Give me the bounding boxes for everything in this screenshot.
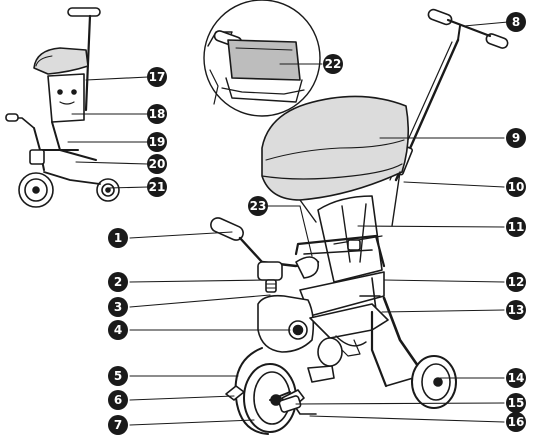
callout-6: 6 <box>108 390 128 410</box>
zoom-bumper-bar <box>227 39 301 81</box>
callout-7-label: 7 <box>114 418 122 432</box>
callout-10-label: 10 <box>508 180 525 194</box>
callout-1-label: 1 <box>114 231 122 245</box>
push-handle-bar <box>446 18 492 38</box>
callout-21-label: 21 <box>149 180 166 194</box>
callout-13-label: 13 <box>508 303 525 317</box>
callout-3: 3 <box>108 297 128 317</box>
callout-5: 5 <box>108 366 128 386</box>
callout-18-circle <box>147 104 167 124</box>
callout-14: 14 <box>506 368 526 388</box>
folded-canopy <box>33 47 89 75</box>
height-adjust-knob <box>265 279 277 293</box>
callout-20-circle <box>147 154 167 174</box>
callout-21: 21 <box>147 177 167 197</box>
callout-14-circle <box>506 368 526 388</box>
callout-9-circle <box>506 128 526 148</box>
main-frame <box>309 303 389 339</box>
main-tricycle <box>210 8 509 435</box>
callout-20: 20 <box>147 154 167 174</box>
callout-23-label: 23 <box>250 199 267 213</box>
callout-23: 23 <box>248 196 268 216</box>
callout-21-circle <box>147 177 167 197</box>
pedal-left <box>225 385 245 401</box>
folded-seat <box>47 73 85 123</box>
callout-11-circle <box>506 217 526 237</box>
callout-15-label: 15 <box>508 396 525 410</box>
callout-12-label: 12 <box>508 275 525 289</box>
callout-16-circle <box>506 412 526 432</box>
callout-5-label: 5 <box>114 369 122 383</box>
rear-leg <box>382 296 420 368</box>
callout-1: 1 <box>108 228 128 248</box>
callout-8-circle <box>506 12 526 32</box>
folded-tricycle-view <box>5 7 149 208</box>
callout-9: 9 <box>506 128 526 148</box>
wheel-foot-peg <box>278 395 302 413</box>
callout-4-label: 4 <box>114 323 122 337</box>
callout-8-label: 8 <box>512 15 520 29</box>
callout-13-circle <box>506 300 526 320</box>
callout-11-label: 11 <box>508 220 525 234</box>
callout-19-circle <box>147 132 167 152</box>
callout-6-circle <box>108 390 128 410</box>
callout-7: 7 <box>108 415 128 435</box>
callout-14-label: 14 <box>508 371 525 385</box>
callout-5-circle <box>108 366 128 386</box>
callout-15: 15 <box>506 393 526 413</box>
folded-push-handle <box>67 7 101 17</box>
callout-22: 22 <box>323 54 343 74</box>
callout-16: 16 <box>506 412 526 432</box>
callout-9-label: 9 <box>512 131 520 145</box>
callout-19-label: 19 <box>149 135 166 149</box>
callout-2-circle <box>108 272 128 292</box>
push-handle-grip-right <box>485 33 509 49</box>
callout-3-label: 3 <box>114 300 122 314</box>
rear-wheel-left <box>317 337 343 367</box>
callout-2-label: 2 <box>114 275 122 289</box>
callout-19: 19 <box>147 132 167 152</box>
callout-2: 2 <box>108 272 128 292</box>
callout-17-circle <box>147 67 167 87</box>
footrest <box>307 365 335 383</box>
callout-4-circle <box>108 320 128 340</box>
callout-20-label: 20 <box>149 157 166 171</box>
callout-18: 18 <box>147 104 167 124</box>
callout-17: 17 <box>147 67 167 87</box>
callout-4: 4 <box>108 320 128 340</box>
callout-12-circle <box>506 272 526 292</box>
callout-18-label: 18 <box>149 107 166 121</box>
bumper-bar <box>294 234 386 268</box>
push-handle-grip-left <box>427 8 453 26</box>
callout-11: 11 <box>506 217 526 237</box>
callout-23-circle <box>248 196 268 216</box>
handlebar-grip <box>210 217 244 241</box>
callout-8: 8 <box>506 12 526 32</box>
handlebar-clamp <box>257 261 283 281</box>
callout-15-circle <box>506 393 526 413</box>
callout-12: 12 <box>506 272 526 292</box>
callout-3-circle <box>108 297 128 317</box>
callout-1-circle <box>108 228 128 248</box>
callout-6-label: 6 <box>114 393 122 407</box>
callout-7-circle <box>108 415 128 435</box>
callout-17-label: 17 <box>149 70 166 84</box>
callout-13: 13 <box>506 300 526 320</box>
callout-16-label: 16 <box>508 415 525 429</box>
folded-leader-lines <box>67 76 149 189</box>
callout-22-circle <box>323 54 343 74</box>
zoom-detail-circle <box>203 0 323 117</box>
callout-10: 10 <box>506 177 526 197</box>
callout-22-label: 22 <box>325 57 342 71</box>
callout-10-circle <box>506 177 526 197</box>
